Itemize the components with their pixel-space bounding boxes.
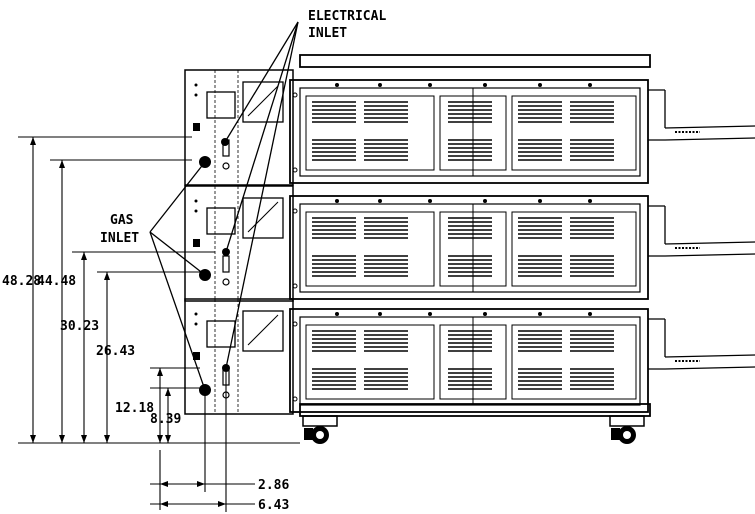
horizontal-dimension-arrows (160, 481, 226, 507)
dimension-12-18: 12.18 (115, 401, 154, 416)
electrical-inlet-label-line1: ELECTRICAL (308, 9, 386, 24)
vertical-dimension-arrows (30, 137, 171, 443)
bottom-deck (185, 299, 755, 414)
dimension-2-86: 2.86 (258, 478, 289, 493)
bottom-frame (299, 403, 651, 417)
gas-callout-lines (149, 161, 206, 391)
gas-inlet-label-line2: INLET (100, 231, 139, 246)
electrical-inlet-label-line2: INLET (308, 26, 347, 41)
top-deck (185, 70, 755, 185)
dimension-6-43: 6.43 (258, 498, 289, 513)
vertical-dimension-lines (18, 136, 300, 444)
dimension-44-48: 44.48 (37, 274, 76, 289)
left-caster (302, 415, 338, 444)
top-frame (299, 54, 651, 68)
right-caster (609, 415, 645, 444)
dimension-30-23: 30.23 (60, 319, 99, 334)
dimension-48-28: 48.28 (2, 274, 41, 289)
gas-inlet-label-line1: GAS (110, 213, 134, 228)
dimension-8-39: 8.39 (150, 412, 181, 427)
electrical-callout-lines (224, 21, 299, 369)
dimension-26-43: 26.43 (96, 344, 135, 359)
middle-deck (185, 186, 755, 301)
